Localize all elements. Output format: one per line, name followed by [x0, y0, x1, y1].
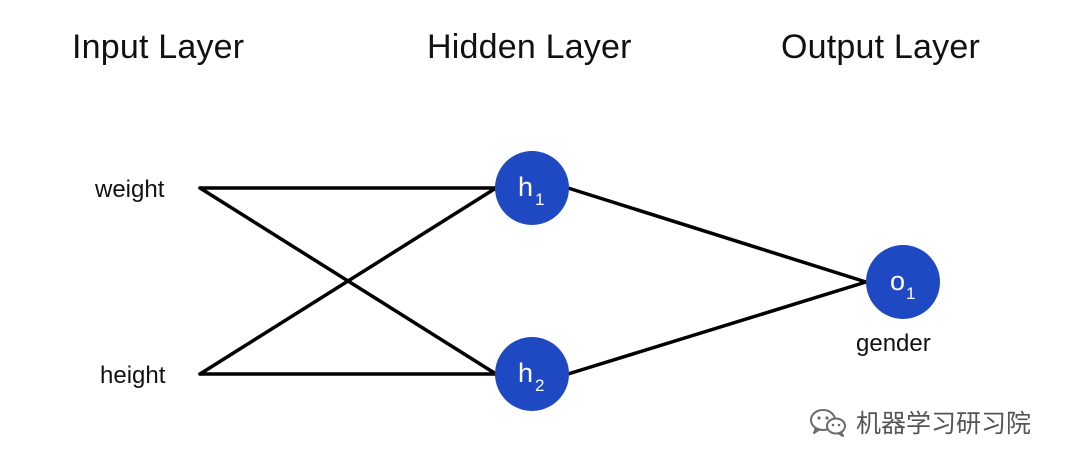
h2-subscript: 2: [535, 376, 544, 395]
input-layer-title: Input Layer: [72, 28, 245, 66]
o1-subscript: 1: [906, 284, 915, 303]
hidden-node-h1: h 1: [495, 151, 569, 225]
watermark-text: 机器学习研习院: [856, 409, 1032, 438]
h1-subscript: 1: [535, 190, 544, 209]
output-node-o1: o 1: [866, 245, 940, 319]
hidden-layer-title: Hidden Layer: [427, 28, 632, 66]
wechat-icon: [808, 407, 848, 437]
watermark: 机器学习研习院: [808, 404, 1031, 440]
h1-base: h: [518, 172, 533, 202]
hidden-node-h2: h 2: [495, 337, 569, 411]
output-layer-title: Output Layer: [781, 28, 980, 66]
edge-h2-o1: [566, 280, 868, 376]
edge-h1-o1: [566, 186, 868, 284]
input-weight-label: weight: [94, 176, 165, 203]
output-gender-label: gender: [856, 330, 931, 357]
edge-height-h1: [198, 186, 498, 376]
input-height-label: height: [100, 362, 166, 389]
h2-base: h: [518, 358, 533, 388]
o1-base: o: [890, 266, 905, 296]
